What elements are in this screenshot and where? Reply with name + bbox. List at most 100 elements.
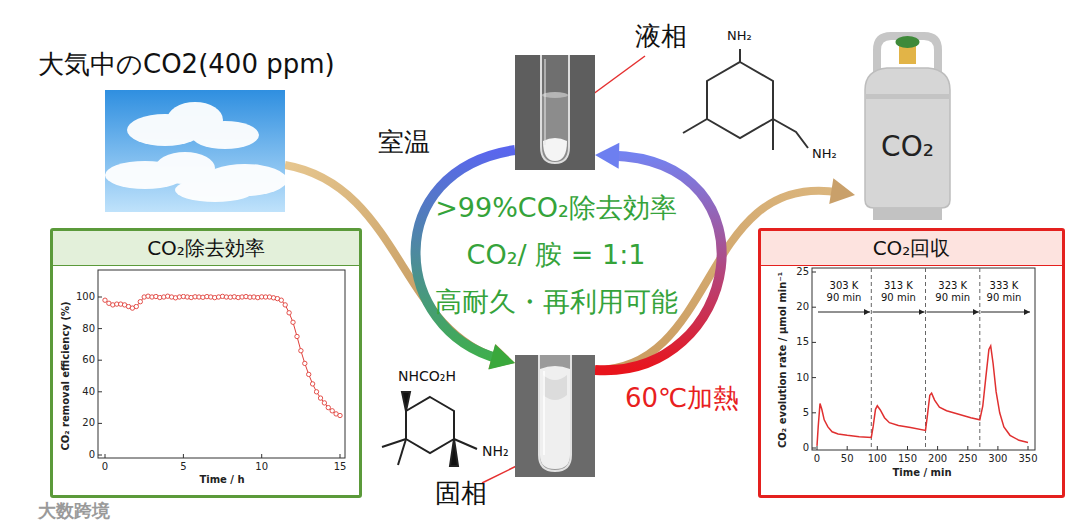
- amine-molecule-part: [683, 119, 707, 133]
- evolution-chart: [812, 268, 1035, 450]
- tube-image-part: [541, 55, 569, 163]
- tick-label: 10: [796, 372, 809, 384]
- tick-label: 80: [82, 323, 95, 335]
- chem-group: NHCO₂H: [398, 368, 456, 385]
- tube-photo: 固相: [515, 355, 595, 477]
- amine-molecule-part: [707, 62, 773, 138]
- key-figure: >99%CO₂除去効率: [435, 192, 677, 224]
- tube-image-part: [543, 375, 567, 400]
- tick-label: 300: [988, 453, 1007, 465]
- removal-chart: [98, 270, 345, 458]
- tube-photo: 液相: [515, 55, 595, 170]
- removal-chart-part-part: [98, 423, 102, 424]
- evolution-chart-part-part: [1028, 446, 1029, 450]
- stage-note: 313 K 90 min: [877, 280, 919, 304]
- carbamic-molecule-part: [382, 439, 406, 447]
- node-heading: 液相: [635, 22, 687, 52]
- tick-label: 40: [82, 386, 95, 398]
- removal-chart-part-part: [183, 454, 184, 458]
- tick-label: 150: [898, 453, 917, 465]
- tick-label: 20: [796, 301, 809, 313]
- node-heading: 大気中のCO2(400 ppm): [38, 50, 335, 80]
- stage-note: 333 K 90 min: [983, 280, 1025, 304]
- tick-label: 100: [76, 291, 95, 303]
- carbamic-molecule: [382, 392, 477, 466]
- tube-image-part: [539, 355, 571, 471]
- arrowhead: [488, 344, 515, 369]
- carbamic-molecule-part: [398, 439, 406, 465]
- evolution-chart-part-part: [877, 446, 878, 450]
- stage-note: 303 K 90 min: [823, 280, 865, 304]
- gas-cylinder: CO₂: [855, 28, 960, 220]
- removal-chart-part: [98, 270, 345, 458]
- tick-label: 0: [89, 449, 95, 461]
- removal-chart-part-part: [105, 454, 106, 458]
- data-panel: CO₂除去効率: [50, 228, 362, 498]
- evolution-chart-part-part: [818, 312, 870, 313]
- removal-chart-part-part: [340, 454, 341, 458]
- tube-image-part: [542, 92, 568, 98]
- evolution-chart-part-part: [907, 446, 908, 450]
- amine-molecule-part: [773, 119, 808, 148]
- evolution-chart-part-part: [812, 377, 816, 378]
- sky-image-part-part: [191, 121, 259, 149]
- arrowhead: [829, 178, 855, 204]
- tick-label: 0: [803, 442, 809, 454]
- arrowhead: [595, 143, 619, 169]
- evolution-chart-part-part: [967, 446, 968, 450]
- evolution-chart-part-part: [812, 307, 816, 308]
- evolution-chart-part-part: [873, 312, 925, 313]
- evolution-chart-part-part: [981, 312, 1030, 313]
- panel-title: CO₂除去効率: [53, 231, 359, 266]
- tick-label: 0: [814, 453, 820, 465]
- tick-label: 20: [82, 417, 95, 429]
- evolution-chart-part: [871, 268, 980, 450]
- chem-group: NH₂: [727, 28, 752, 44]
- evolution-chart-part: [812, 272, 1028, 450]
- tube-image: [515, 355, 595, 477]
- tick-label: 50: [841, 453, 854, 465]
- evolution-chart-part-part: [812, 412, 816, 413]
- tube-image-part: [515, 355, 595, 477]
- stage-note: 323 K 90 min: [932, 280, 974, 304]
- carbamic-molecule-part: [406, 397, 454, 453]
- removal-chart-part-part: [98, 297, 102, 298]
- evolution-chart-part-part: [997, 446, 998, 450]
- removal-chart-part-part: [98, 328, 102, 329]
- amine-molecule-part: [772, 119, 774, 150]
- amine-molecule-part: [739, 49, 741, 62]
- axis-title: Time / min: [892, 467, 951, 479]
- axis-title: CO₂ removal efficiency (%): [60, 301, 72, 450]
- tube-image: [515, 55, 595, 170]
- edge-label: 60℃加熱: [625, 384, 739, 414]
- cylinder-image: [855, 28, 960, 220]
- carbamic-molecule-part: [402, 392, 410, 411]
- amine-molecule: [683, 49, 808, 150]
- key-figure: 高耐久・再利用可能: [435, 286, 678, 318]
- evolution-chart-part-part: [812, 342, 816, 343]
- node-text: CO₂: [881, 130, 934, 163]
- tick-label: 100: [868, 453, 887, 465]
- tick-label: 60: [82, 354, 95, 366]
- panel-title: CO₂回収: [761, 231, 1062, 266]
- evolution-chart-part-part: [812, 272, 816, 273]
- watermark: 大数跨境: [38, 500, 110, 522]
- arrowhead: [488, 344, 515, 369]
- tick-label: 0: [102, 461, 108, 473]
- chem-group: NH₂: [482, 443, 509, 460]
- removal-chart-part: [105, 296, 340, 415]
- tube-image-part: [543, 371, 545, 455]
- sky-image-part-part: [175, 178, 255, 202]
- tick-label: 15: [796, 336, 809, 348]
- chem-group: NH₂: [812, 146, 837, 162]
- tube-image-part: [540, 366, 570, 469]
- removal-chart-part-part: [98, 391, 102, 392]
- tick-label: 25: [796, 266, 809, 278]
- evolution-chart-part-part: [847, 446, 848, 450]
- tick-label: 200: [928, 453, 947, 465]
- carbamic-molecule-part: [450, 439, 458, 466]
- removal-chart-part-part: [98, 360, 102, 361]
- edge-label: 室温: [378, 128, 430, 158]
- node-heading: 固相: [435, 479, 487, 509]
- tick-label: 5: [180, 461, 186, 473]
